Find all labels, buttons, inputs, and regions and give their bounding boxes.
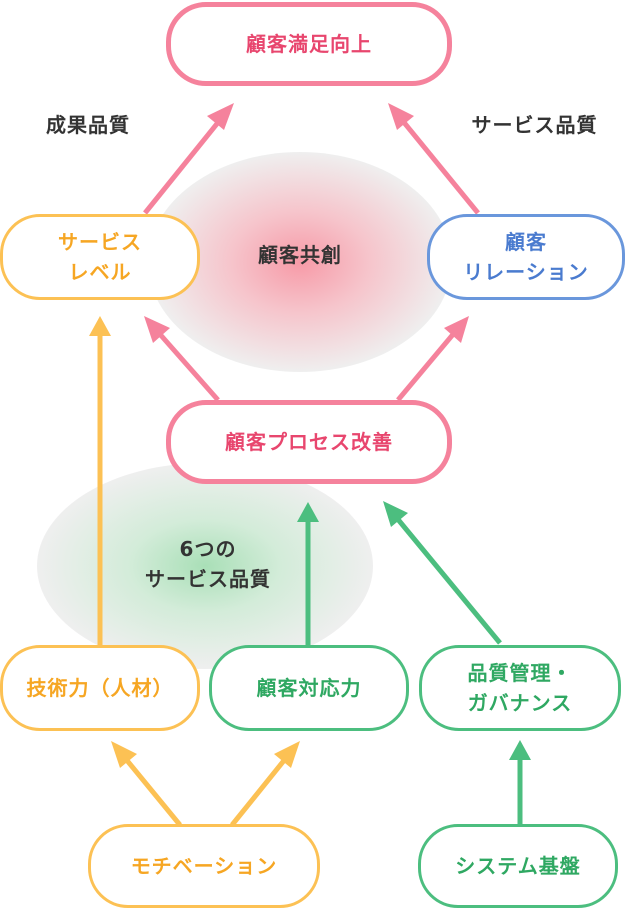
label-six-quality: 6つの サービス品質	[118, 534, 298, 594]
arrow-skill-to-service-level	[89, 316, 111, 645]
arrow-process-to-service-level	[144, 316, 220, 402]
node-quality-governance: 品質管理・ ガバナンス	[419, 645, 621, 731]
node-technical-skill: 技術力（人材）	[0, 645, 200, 731]
arrow-service-level-to-top	[143, 103, 234, 215]
arrow-governance-to-process	[383, 501, 502, 645]
node-quality-governance-line2: ガバナンス	[467, 691, 573, 715]
node-system-platform-label: システム基盤	[455, 854, 581, 878]
node-service-level: サービス レベル	[0, 214, 200, 300]
arrow-process-to-relation	[396, 316, 469, 402]
node-customer-response-label: 顧客対応力	[256, 676, 362, 700]
node-motivation: モチベーション	[88, 824, 320, 908]
node-customer-relation: 顧客 リレーション	[427, 214, 625, 300]
arrow-motivation-to-skill	[111, 741, 182, 827]
node-process-improvement-label: 顧客プロセス改善	[225, 430, 393, 454]
cocreation-glow	[148, 152, 452, 372]
node-quality-governance-line1: 品質管理・	[467, 661, 573, 685]
node-customer-relation-line1: 顧客	[505, 230, 547, 254]
node-system-platform: システム基盤	[418, 824, 618, 908]
label-six-quality-line2: サービス品質	[145, 567, 271, 591]
label-result-quality: 成果品質	[46, 113, 130, 137]
node-motivation-label: モチベーション	[130, 854, 278, 878]
arrow-relation-to-top	[388, 103, 480, 215]
arrow-system-to-governance	[509, 740, 531, 825]
node-customer-satisfaction: 顧客満足向上	[166, 2, 452, 86]
node-process-improvement: 顧客プロセス改善	[166, 400, 452, 484]
arrow-response-to-process	[297, 502, 319, 645]
label-cocreation: 顧客共創	[258, 243, 342, 267]
label-service-quality: サービス品質	[471, 113, 598, 137]
node-service-level-line2: レベル	[68, 260, 132, 284]
node-service-level-line1: サービス	[58, 230, 142, 254]
node-customer-response: 顧客対応力	[209, 645, 409, 731]
label-six-quality-line1: 6つの	[179, 537, 237, 561]
node-technical-skill-label: 技術力（人材）	[26, 676, 174, 700]
node-customer-satisfaction-label: 顧客満足向上	[246, 32, 372, 56]
arrow-motivation-to-response	[230, 741, 300, 827]
node-customer-relation-line2: リレーション	[463, 260, 589, 284]
six-quality-glow	[37, 463, 373, 669]
